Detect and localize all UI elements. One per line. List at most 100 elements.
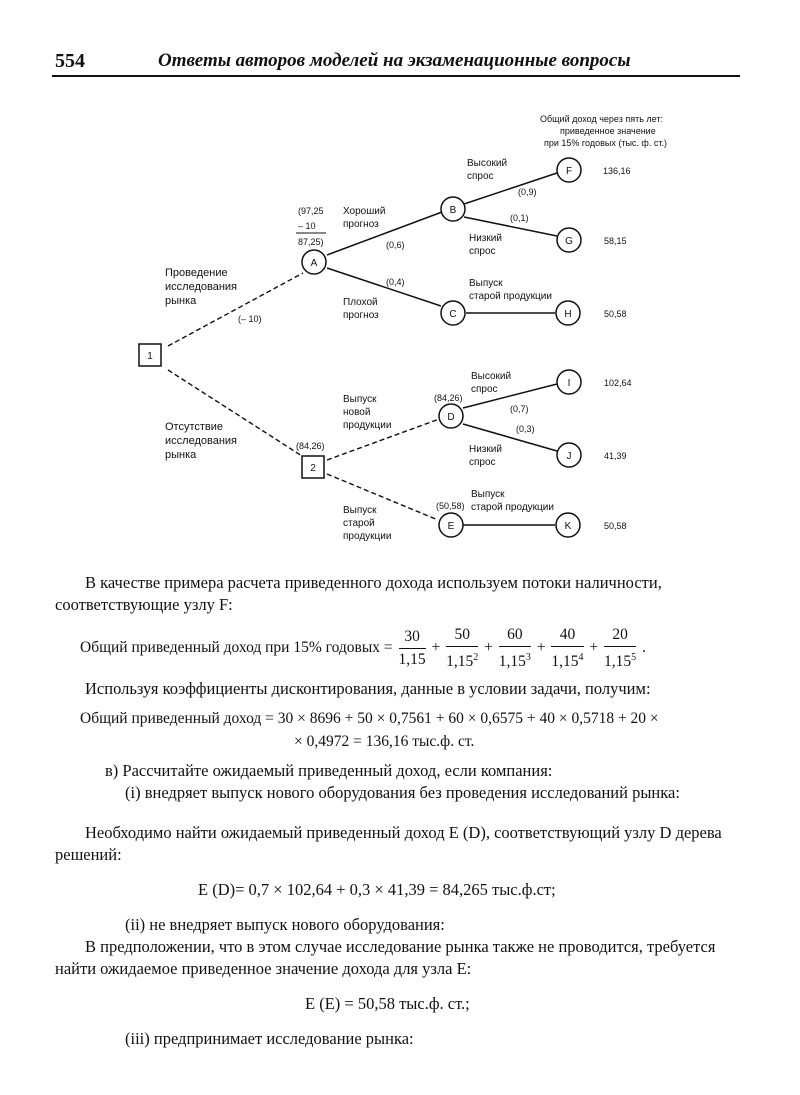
label-new-products-2: новой xyxy=(343,407,370,418)
label-new-products-1: Выпуск xyxy=(343,394,377,405)
label-conduct-research-1: Проведение xyxy=(165,267,228,279)
decision-node-1 xyxy=(138,343,162,367)
paragraph-node-d: Необходимо найти ожидаемый приведенный д… xyxy=(55,823,722,864)
label-high-demand-d-1: Высокий xyxy=(471,371,511,382)
label-a-calc-2: – 10 xyxy=(298,221,316,231)
node-h-label: H xyxy=(564,309,571,320)
node-a-label: A xyxy=(311,258,318,269)
label-old-products-e-2: старой продукции xyxy=(471,502,554,513)
item-iii: (iii) предпринимает исследование рынка: xyxy=(125,1029,414,1048)
formula-present-value-lead: Общий приведенный доход при 15% годовых … xyxy=(80,639,393,657)
node-b-label: B xyxy=(450,205,457,216)
node-h xyxy=(555,300,581,326)
branch-d-j xyxy=(462,423,558,452)
page-number: 554 xyxy=(55,50,85,72)
decision-node-2 xyxy=(301,455,325,479)
formula-total-line2: × 0,4972 = 136,16 тыс.ф. ст. xyxy=(294,733,475,750)
label-conduct-research-3: рынка xyxy=(165,295,197,307)
result-header-line1: Общий доход через пять лет: xyxy=(540,114,663,124)
label-low-demand-b-2: спрос xyxy=(469,246,496,257)
decision-node-2-label: 2 xyxy=(310,463,316,474)
item-v: в) Рассчитайте ожидаемый приведенный дох… xyxy=(105,761,553,780)
paragraph-node-e: В предположении, что в этом случае иссле… xyxy=(55,937,716,978)
label-good-forecast-2: прогноз xyxy=(343,219,379,230)
node-d-label: D xyxy=(447,412,454,423)
running-title: Ответы авторов моделей на экзаменационны… xyxy=(158,50,631,71)
label-cost: (– 10) xyxy=(238,314,262,324)
formula-present-value: Общий приведенный доход при 15% годовых … xyxy=(80,624,646,673)
branch-a-c xyxy=(326,267,442,307)
node-j xyxy=(556,442,582,468)
result-header-line3: при 15% годовых (тыс. ф. ст.) xyxy=(544,138,667,148)
node-g xyxy=(556,227,582,253)
label-old-products-2-3: продукции xyxy=(343,531,391,542)
label-p-bad: (0,4) xyxy=(386,277,405,287)
label-high-demand-b-2: спрос xyxy=(467,171,494,182)
branch-1-2 xyxy=(167,369,303,457)
label-bad-forecast-2: прогноз xyxy=(343,310,379,321)
decision-node-1-label: 1 xyxy=(147,351,153,362)
node-k-label: K xyxy=(565,521,572,532)
node-d xyxy=(438,403,464,429)
label-no-research-2: исследования xyxy=(165,435,237,447)
label-old-products-c-1: Выпуск xyxy=(469,278,503,289)
node-f-label: F xyxy=(566,166,572,177)
label-p-b-high: (0,9) xyxy=(518,187,537,197)
node-i-label: I xyxy=(568,378,571,389)
node-a xyxy=(301,249,327,275)
label-node2-value: (84,26) xyxy=(296,441,325,451)
paragraph-discount-factors: Используя коэффициенты дисконтирования, … xyxy=(85,679,651,698)
node-e xyxy=(438,512,464,538)
label-old-products-2-2: старой xyxy=(343,518,375,529)
value-g: 58,15 xyxy=(604,236,627,246)
label-low-demand-b-1: Низкий xyxy=(469,233,502,244)
formula-e-d: E (D)= 0,7 × 102,64 + 0,3 × 41,39 = 84,2… xyxy=(198,880,556,899)
paragraph-example-intro: В качестве примера расчета приведенного … xyxy=(55,573,662,614)
label-bad-forecast-1: Плохой xyxy=(343,297,378,308)
node-c-label: C xyxy=(449,309,456,320)
formula-total-line1: Общий приведенный доход = 30 × 8696 + 50… xyxy=(80,710,659,727)
formula-e-e: E (E) = 50,58 тыс.ф. ст.; xyxy=(305,994,470,1013)
branch-d-i xyxy=(462,383,558,409)
branch-b-g xyxy=(463,216,558,237)
branch-2-e xyxy=(326,473,439,521)
item-i: (i) внедряет выпуск нового оборудования … xyxy=(125,783,680,802)
label-p-d-high: (0,7) xyxy=(510,404,529,414)
result-header-line2: приведенное значение xyxy=(560,126,656,136)
node-e-label: E xyxy=(448,521,455,532)
branch-1-a xyxy=(167,272,304,347)
value-i: 102,64 xyxy=(604,378,632,388)
node-b xyxy=(440,196,466,222)
label-high-demand-d-2: спрос xyxy=(471,384,498,395)
decision-tree: Общий доход через пять лет: приведенное … xyxy=(138,114,667,542)
label-conduct-research-2: исследования xyxy=(165,281,237,293)
node-i xyxy=(556,369,582,395)
label-new-products-3: продукции xyxy=(343,420,391,431)
label-p-b-low: (0,1) xyxy=(510,213,529,223)
node-g-label: G xyxy=(565,236,573,247)
item-ii: (ii) не внедряет выпуск нового оборудова… xyxy=(125,915,445,934)
label-a-calc-1: (97,25 xyxy=(298,206,324,216)
label-no-research-3: рынка xyxy=(165,449,197,461)
label-a-calc-3: 87,25) xyxy=(298,237,324,247)
label-p-d-low: (0,3) xyxy=(516,424,535,434)
label-good-forecast-1: Хороший xyxy=(343,206,385,217)
branch-a-b xyxy=(326,211,443,256)
value-f: 136,16 xyxy=(603,166,631,176)
label-low-demand-d-1: Низкий xyxy=(469,444,502,455)
label-old-products-2-1: Выпуск xyxy=(343,505,377,516)
branch-b-f xyxy=(463,172,558,205)
label-low-demand-d-2: спрос xyxy=(469,457,496,468)
label-high-demand-b-1: Высокий xyxy=(467,158,507,169)
node-j-label: J xyxy=(567,451,572,462)
label-old-products-c-2: старой продукции xyxy=(469,291,552,302)
node-k xyxy=(555,512,581,538)
header-rule xyxy=(52,75,740,77)
branch-2-d xyxy=(326,417,443,461)
value-h: 50,58 xyxy=(604,309,627,319)
value-j: 41,39 xyxy=(604,451,627,461)
